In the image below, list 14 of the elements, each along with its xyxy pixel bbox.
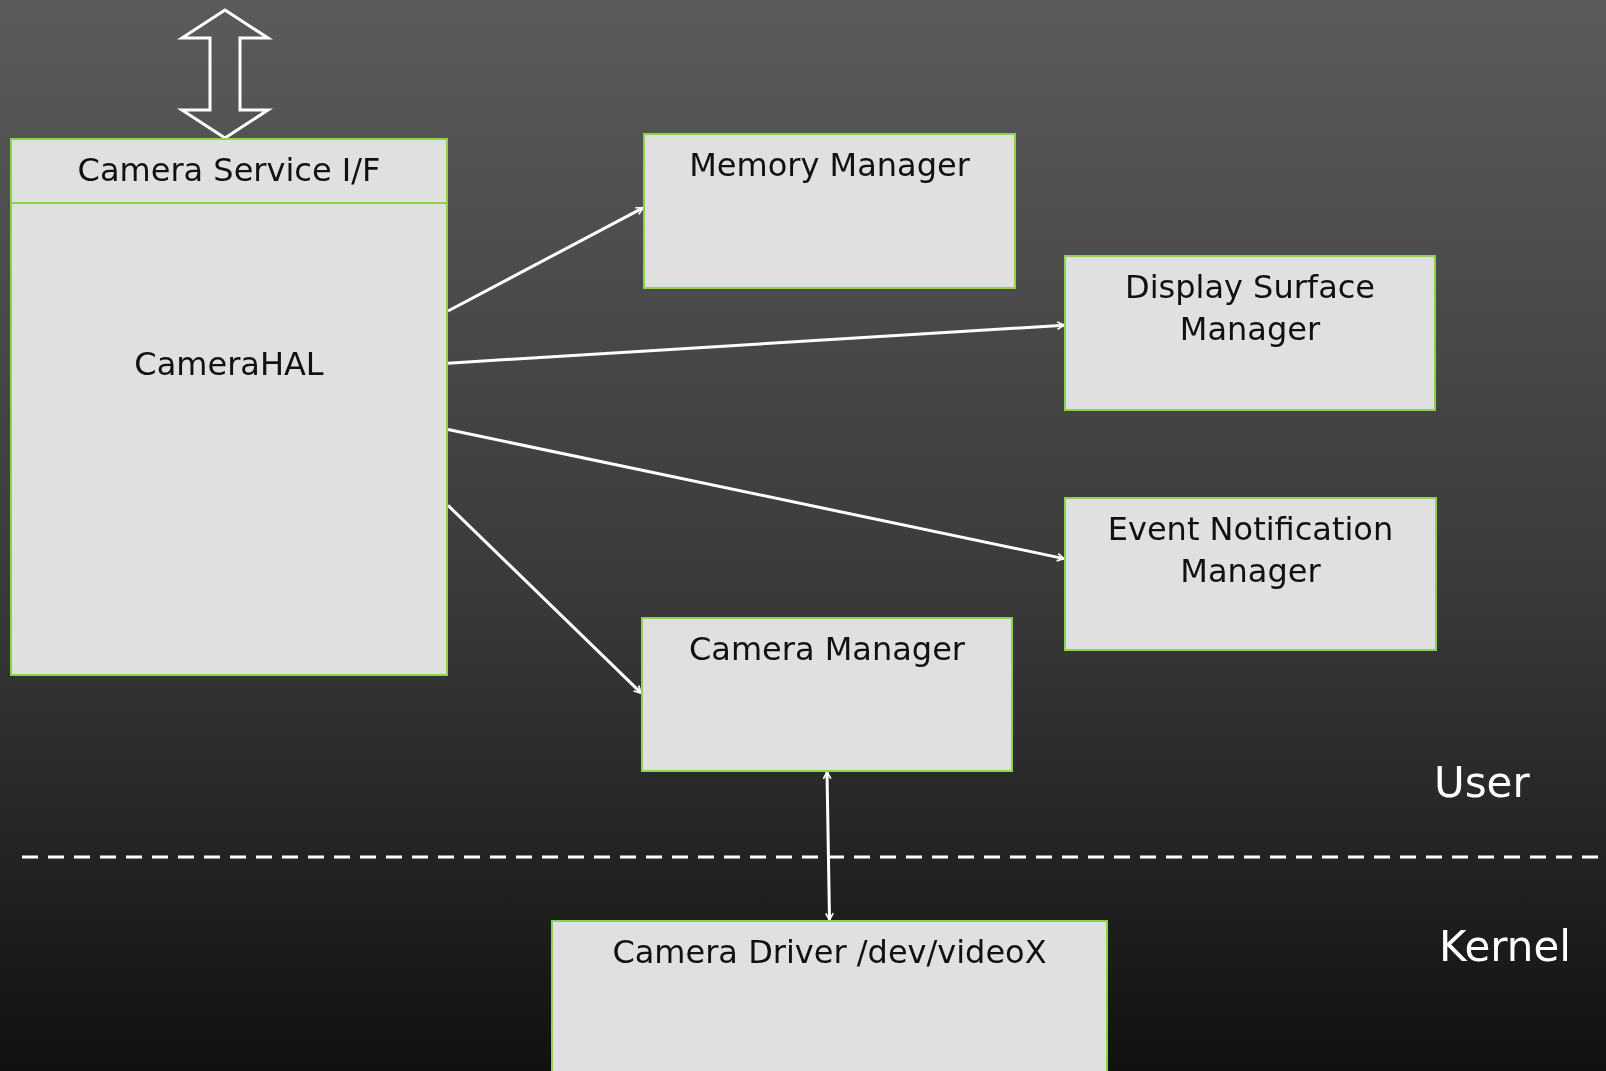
component-box: Camera Service I/F [10,138,448,204]
component-box: Display Surface Manager [1064,255,1436,411]
component-box: Camera Driver /dev/videoX [551,920,1108,1071]
component-box: Memory Manager [643,133,1016,289]
double-block-arrow [176,8,274,140]
layer-label: Kernel [1439,922,1571,971]
arrow [447,428,1065,562]
component-box: Event Notification Manager [1064,497,1437,651]
arrow [447,321,1065,365]
component-box: Camera Manager [641,617,1013,772]
arrow [447,206,644,313]
layer-label: User [1434,758,1530,807]
component-box: CameraHAL [10,202,448,676]
arrow [822,771,834,921]
